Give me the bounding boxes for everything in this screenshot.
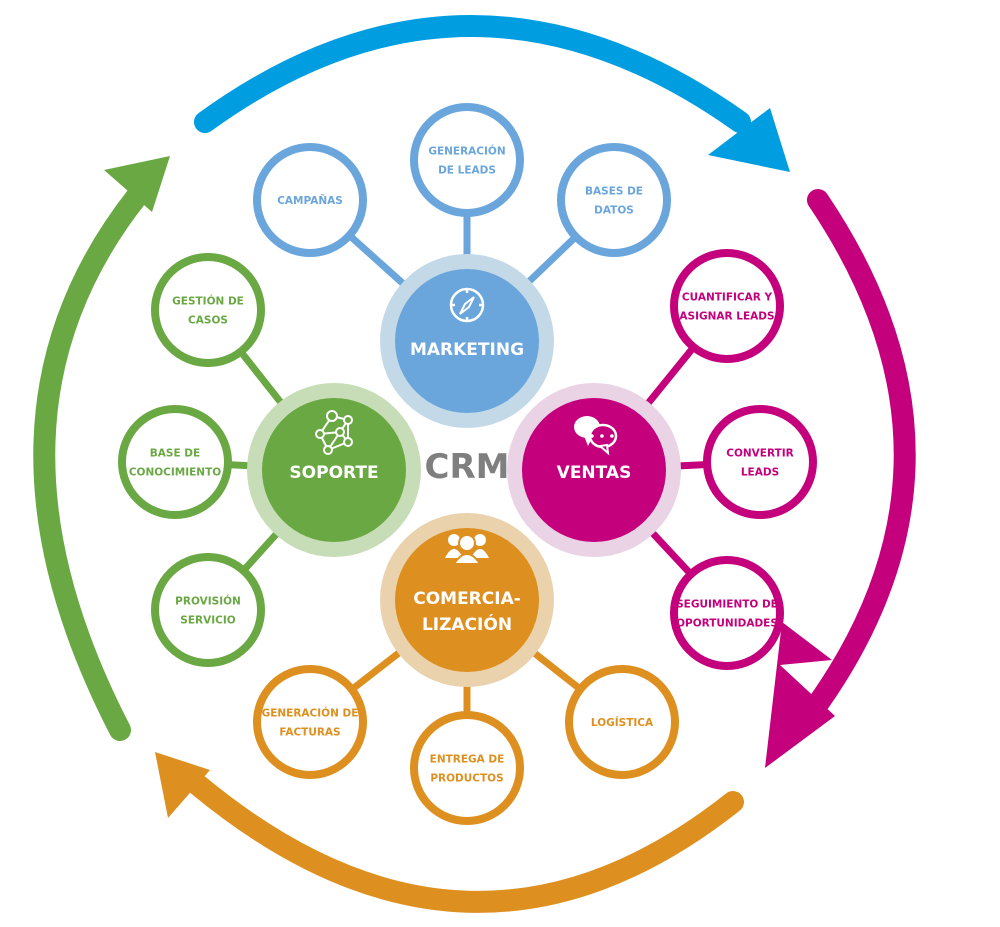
- satellite-label: LOGÍSTICA: [591, 716, 654, 729]
- satellite-node: GENERACIÓN DE FACTURAS: [253, 665, 367, 779]
- satellite-node: CUANTIFICAR Y ASIGNAR LEADS: [670, 249, 784, 363]
- hub-core: [395, 528, 539, 672]
- satellite-label: DE LEADS: [438, 165, 496, 177]
- satellite-label: GENERACIÓN: [428, 145, 505, 158]
- satellite-label: BASE DE: [150, 448, 200, 460]
- satellite-circle: [253, 143, 367, 257]
- hub-label-ventas: VENTAS: [557, 463, 632, 483]
- satellite-circle: [410, 711, 524, 825]
- satellite-label: CONVERTIR: [726, 448, 794, 460]
- satellite-node: LOGÍSTICA: [565, 665, 679, 779]
- satellite-node: ENTREGA DE PRODUCTOS: [410, 711, 524, 825]
- hub-soporte: SOPORTE: [247, 383, 421, 557]
- satellite-label: OPORTUNIDADES: [676, 618, 778, 630]
- satellite-label: DATOS: [594, 205, 634, 217]
- crm-center-label: CRM: [425, 447, 510, 487]
- satellite-circle: [670, 249, 784, 363]
- arrow-ventas-to-comercializacion: [765, 189, 916, 768]
- satellite-circle: [253, 665, 367, 779]
- satellite-circle: [151, 553, 265, 667]
- satellites: CAMPAÑAS GENERACIÓN DE LEADS BASES DE DATOS C…: [118, 103, 817, 825]
- satellite-node: BASE DE CONOCIMIENTO: [118, 405, 232, 519]
- satellite-label: CUANTIFICAR Y: [682, 292, 773, 304]
- hub-comercializacion: COMERCIA- LIZACIÓN: [380, 513, 554, 687]
- arrow-soporte-to-marketing: [33, 156, 170, 741]
- satellite-node: CONVERTIR LEADS: [703, 405, 817, 519]
- satellite-label: PRODUCTOS: [430, 773, 503, 785]
- arrow-comercializacion-to-soporte: [155, 752, 744, 913]
- satellite-circle: [565, 665, 679, 779]
- satellite-label: CASOS: [188, 315, 228, 327]
- satellite-node: PROVISIÓN SERVICIO: [151, 553, 265, 667]
- satellite-label: GESTIÓN DE: [172, 295, 244, 308]
- people-group-icon: [445, 534, 489, 565]
- hub-core: [262, 398, 406, 542]
- hub-core: [522, 398, 666, 542]
- compass-icon: [449, 287, 485, 323]
- satellite-label: SEGUIMIENTO DE: [676, 599, 778, 611]
- satellite-label: BASES DE: [585, 186, 643, 198]
- hub-label-comercializacion: LIZACIÓN: [422, 613, 512, 635]
- cycle-arrows: [33, 15, 916, 913]
- satellite-label: LEADS: [741, 467, 779, 479]
- satellite-label: FACTURAS: [279, 727, 340, 739]
- hub-label-comercializacion: COMERCIA-: [413, 589, 521, 609]
- hub-marketing: MARKETING: [380, 254, 554, 428]
- satellite-node: GENERACIÓN DE LEADS: [410, 103, 524, 217]
- satellite-label: PROVISIÓN: [175, 595, 241, 608]
- hubs: MARKETING VENTAS COMERCIA- LIZACIÓN SOPORTE: [247, 254, 681, 687]
- satellite-label: ENTREGA DE: [430, 754, 505, 766]
- satellite-label: GENERACIÓN DE: [262, 707, 359, 720]
- network-nodes-icon: [315, 410, 353, 455]
- satellite-circle: [670, 556, 784, 670]
- satellite-circle: [151, 253, 265, 367]
- satellite-label: SERVICIO: [180, 615, 235, 627]
- satellite-circle: [410, 103, 524, 217]
- satellite-node: GESTIÓN DE CASOS: [151, 253, 265, 367]
- satellite-node: BASES DE DATOS: [557, 143, 671, 257]
- satellite-label: CAMPAÑAS: [277, 194, 343, 207]
- satellite-circle: [118, 405, 232, 519]
- satellite-label: CONOCIMIENTO: [129, 467, 221, 479]
- satellite-label: ASIGNAR LEADS: [679, 311, 774, 323]
- satellite-circle: [557, 143, 671, 257]
- satellite-circle: [703, 405, 817, 519]
- hub-core: [395, 269, 539, 413]
- hub-label-soporte: SOPORTE: [289, 463, 378, 483]
- satellite-node: CAMPAÑAS: [253, 143, 367, 257]
- hub-ventas: VENTAS: [507, 383, 681, 557]
- satellite-node: SEGUIMIENTO DE OPORTUNIDADES: [670, 556, 784, 670]
- hub-label-marketing: MARKETING: [410, 340, 524, 360]
- arrow-marketing-to-ventas: [194, 15, 790, 172]
- chat-bubbles-icon: [574, 416, 618, 456]
